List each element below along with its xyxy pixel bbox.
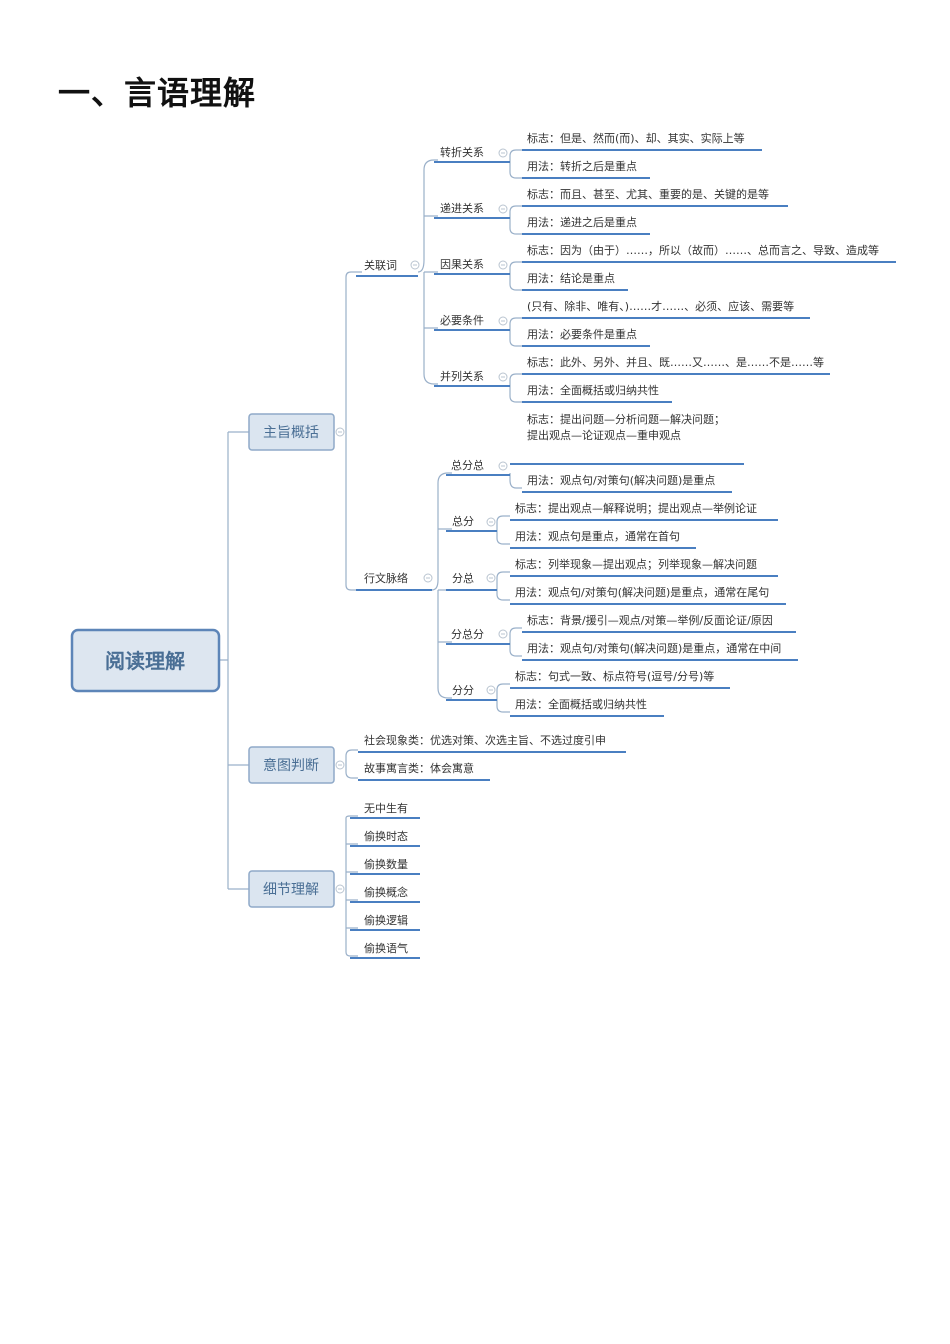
category-label-zhuzhi: 主旨概括	[263, 425, 319, 441]
collapse-toggle-fenfen[interactable]	[486, 685, 496, 695]
leaf-use-binglie: 用法：全面概括或归纳共性	[527, 383, 659, 397]
leaf-sign-biyao: (只有、除非、唯有、)……才……、必须、应该、需要等	[527, 299, 794, 313]
leaf-yitu-social: 社会现象类：优选对策、次选主旨、不选过度引申	[364, 733, 606, 747]
leaf-xijie-item: 偷换数量	[364, 857, 408, 871]
leaf-sign-zhuanzhe: 标志：但是、然而(而)、却、其实、实际上等	[527, 131, 745, 145]
node-label-dijin: 递进关系	[440, 201, 484, 215]
leaf-xijie-item: 偷换逻辑	[364, 913, 408, 927]
branch-label-xingwen: 行文脉络	[364, 571, 408, 585]
leaf-sign-fenzongfen: 标志：背景/援引—观点/对策—举例/反面论证/原因	[527, 613, 773, 627]
collapse-toggle-guanlianci[interactable]	[410, 260, 420, 270]
collapse-toggle-fenzongfen[interactable]	[498, 629, 508, 639]
leaf-use-biyao: 用法：必要条件是重点	[527, 327, 637, 341]
node-label-zongfen: 总分	[452, 514, 474, 528]
category-label-xijie: 细节理解	[263, 882, 319, 898]
leaf-sign-zongfen: 标志：提出观点—解释说明；提出观点—举例论证	[515, 501, 757, 515]
leaf-use-fenzongfen: 用法：观点句/对策句(解决问题)是重点，通常在中间	[527, 641, 781, 655]
collapse-toggle-zhuanzhe[interactable]	[498, 148, 508, 158]
leaf-use-fenzong: 用法：观点句/对策句(解决问题)是重点，通常在尾句	[515, 585, 769, 599]
leaf-use-dijin: 用法：递进之后是重点	[527, 215, 637, 229]
collapse-toggle-yitu[interactable]	[335, 760, 345, 770]
root-node-box[interactable]	[70, 628, 221, 693]
node-label-fenfen: 分分	[452, 684, 474, 697]
node-label-zongfenzong: 总分总	[451, 458, 484, 472]
branch-label-guanlianci: 关联词	[364, 258, 397, 272]
leaf-use-zongfen: 用法：观点句是重点，通常在首句	[515, 529, 680, 543]
leaf-use-yinguo: 用法：结论是重点	[527, 271, 615, 285]
leaf-yitu-story: 故事寓言类：体会寓意	[364, 761, 474, 775]
leaf-sign-yinguo: 标志：因为（由于）……，所以（故而）……、总而言之、导致、造成等	[527, 243, 879, 257]
leaf-sign-zongfenzong-line1: 标志：提出问题—分析问题—解决问题；	[527, 412, 725, 426]
collapse-toggle-zongfen[interactable]	[486, 517, 496, 527]
leaf-sign-binglie: 标志：此外、另外、并且、既……又……、是……不是……等	[527, 355, 824, 369]
node-label-biyao: 必要条件	[440, 313, 484, 327]
node-label-yinguo: 因果关系	[440, 257, 484, 271]
node-label-zhuanzhe: 转折关系	[440, 145, 484, 159]
leaf-xijie-item: 偷换时态	[364, 829, 408, 843]
collapse-toggle-zhuzhi[interactable]	[335, 427, 345, 437]
category-node-xijie[interactable]	[248, 870, 335, 908]
category-label-yitu: 意图判断	[263, 757, 319, 774]
collapse-toggle-biyao[interactable]	[498, 316, 508, 326]
node-label-binglie: 并列关系	[440, 369, 484, 383]
collapse-toggle-zongfenzong[interactable]	[498, 461, 508, 471]
collapse-toggle-yinguo[interactable]	[498, 260, 508, 270]
node-label-fenzongfen: 分总分	[451, 627, 484, 641]
collapse-toggle-binglie[interactable]	[498, 372, 508, 382]
leaf-use-zongfenzong: 用法：观点句/对策句(解决问题)是重点	[527, 473, 715, 487]
category-node-yitu[interactable]	[248, 746, 335, 784]
connector-lines	[219, 149, 522, 957]
leaf-xijie-item: 无中生有	[364, 801, 408, 815]
collapse-toggle-xijie[interactable]	[335, 884, 345, 894]
page-heading: 一、言语理解	[58, 74, 257, 112]
leaf-xijie-item: 偷换概念	[364, 885, 408, 899]
collapse-toggle-dijin[interactable]	[498, 204, 508, 214]
root-node-label: 阅读理解	[105, 649, 185, 673]
leaf-sign-zongfenzong-line2: 提出观点—论证观点—重申观点	[527, 428, 681, 442]
node-label-fenzong: 分总	[452, 571, 474, 585]
collapse-toggle-xingwen[interactable]	[423, 573, 433, 583]
category-node-zhuzhi[interactable]	[248, 413, 335, 451]
leaf-use-zhuanzhe: 用法：转折之后是重点	[527, 159, 637, 173]
leaf-sign-dijin: 标志：而且、甚至、尤其、重要的是、关键的是等	[527, 187, 769, 201]
leaf-use-fenfen: 用法：全面概括或归纳共性	[515, 697, 647, 711]
collapse-toggle-fenzong[interactable]	[486, 573, 496, 583]
leaf-sign-fenfen: 标志：句式一致、标点符号(逗号/分号)等	[515, 669, 714, 683]
leaf-sign-fenzong: 标志：列举现象—提出观点；列举现象—解决问题	[515, 557, 757, 571]
leaf-xijie-item: 偷换语气	[364, 941, 408, 955]
